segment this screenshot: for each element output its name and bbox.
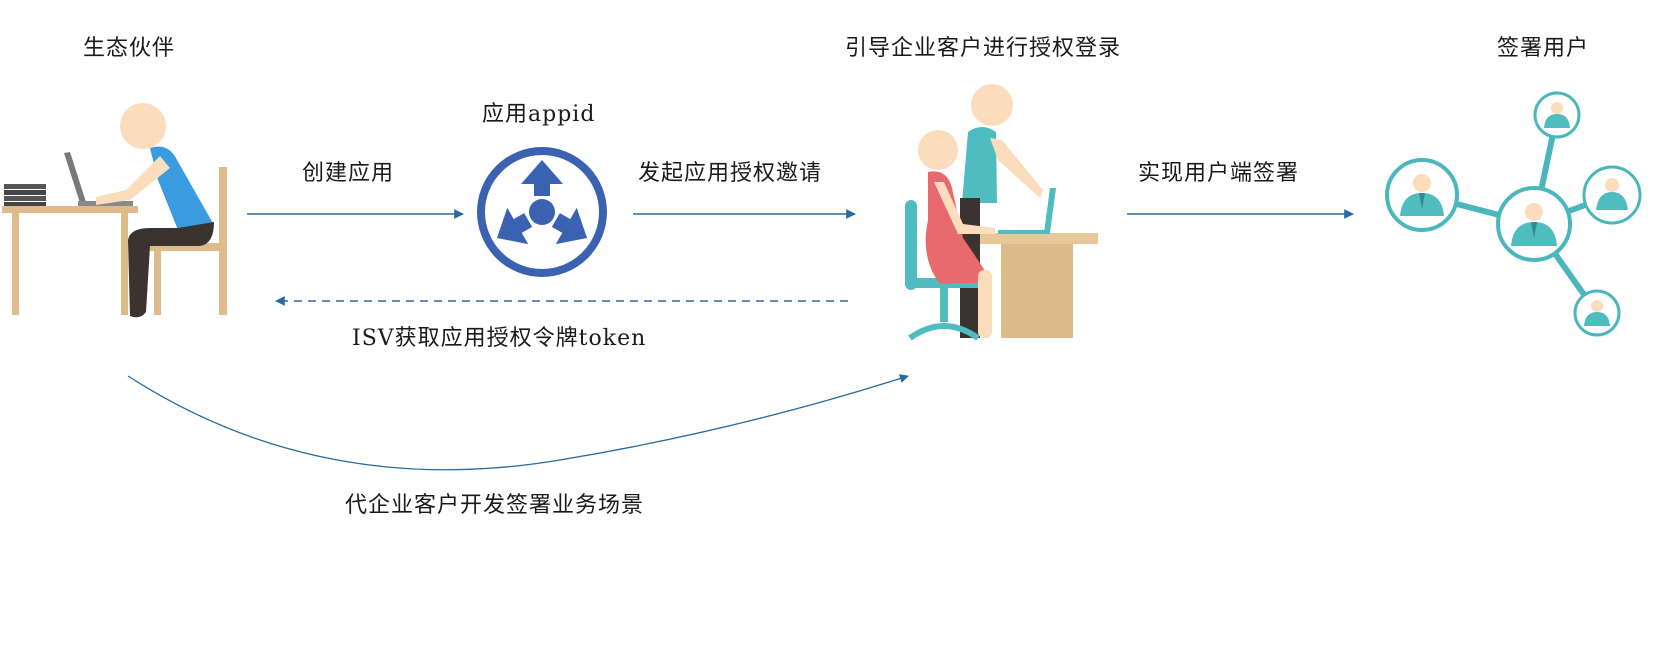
- user-node-center: [1496, 186, 1572, 262]
- partner-title: 生态伙伴: [83, 36, 176, 61]
- signer-title: 签署用户: [1497, 36, 1590, 61]
- guide-title: 引导企业客户进行授权登录: [845, 36, 1122, 61]
- realize-label: 实现用户端签署: [1138, 161, 1300, 186]
- person-at-laptop-icon: [2, 103, 227, 318]
- user-node-right: [1582, 165, 1642, 225]
- user-node-top: [1533, 91, 1581, 139]
- user-node-bottom: [1573, 289, 1621, 337]
- develop-curve-arrow: [127, 374, 909, 471]
- invite-label: 发起应用授权邀请: [638, 161, 823, 186]
- app-arrows-icon: [477, 147, 607, 277]
- token-label: ISV获取应用授权令牌token: [352, 326, 647, 351]
- develop-label: 代企业客户开发签署业务场景: [345, 493, 645, 518]
- user-node-left: [1385, 158, 1459, 232]
- customer-office-icon: [905, 84, 1098, 341]
- create-app-label: 创建应用: [302, 161, 395, 186]
- appid-label: 应用appid: [482, 102, 596, 127]
